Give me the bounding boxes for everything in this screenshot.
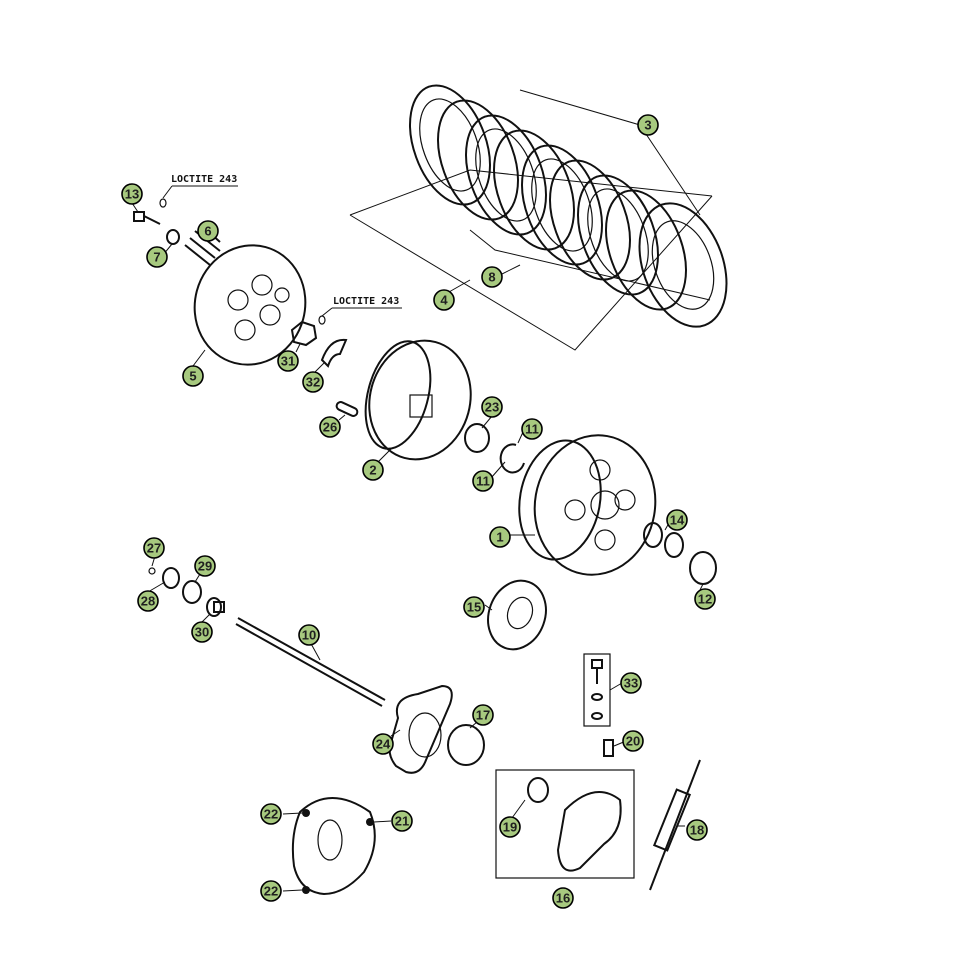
svg-text:3: 3: [644, 118, 651, 133]
svg-text:20: 20: [626, 734, 640, 749]
pushrod-10: [235, 617, 386, 707]
callout-26: 26: [319, 416, 341, 438]
callout-21: 21: [391, 810, 413, 832]
svg-text:23: 23: [485, 400, 499, 415]
svg-text:33: 33: [624, 676, 638, 691]
callout-27: 27: [143, 537, 165, 559]
callout-12: 12: [694, 588, 716, 610]
loctite-dot-mid: [318, 307, 402, 325]
svg-text:5: 5: [189, 369, 196, 384]
callout-1: 1: [489, 526, 511, 548]
lock-washer-32: [320, 338, 348, 368]
thrust-washer-23: [464, 423, 490, 453]
bearing-29: [182, 580, 202, 604]
spring-washer: [166, 229, 180, 245]
svg-text:12: 12: [698, 592, 712, 607]
loctite-note-mid: LOCTITE 243: [333, 296, 399, 307]
loctite-dot-top: [159, 185, 238, 208]
svg-text:24: 24: [376, 737, 391, 752]
washer-12: [689, 551, 717, 585]
callout-leaders: [131, 202, 704, 892]
svg-text:11: 11: [525, 422, 539, 437]
svg-text:4: 4: [440, 293, 448, 308]
svg-text:1: 1: [496, 530, 503, 545]
svg-text:29: 29: [198, 559, 212, 574]
svg-text:26: 26: [323, 420, 337, 435]
slave-cylinder-housing: [291, 797, 376, 896]
svg-text:31: 31: [281, 354, 295, 369]
callout-22b: 22: [260, 880, 282, 902]
svg-text:7: 7: [153, 250, 160, 265]
kit-box-16: [495, 769, 635, 879]
clutch-plate-stack: [349, 84, 728, 351]
callout-7: 7: [146, 246, 168, 268]
callout-10: 10: [298, 624, 320, 646]
clutch-spring: [184, 223, 221, 266]
callout-11a: 11: [521, 418, 543, 440]
svg-text:13: 13: [125, 187, 139, 202]
gear-15: [487, 579, 547, 651]
o-ring-17: [447, 724, 485, 766]
gasket-24: [388, 684, 453, 774]
nut-31: [290, 320, 318, 347]
callout-8: 8: [481, 266, 503, 288]
circlip-11: [499, 443, 525, 474]
svg-text:27: 27: [147, 541, 161, 556]
callout-15: 15: [463, 596, 485, 618]
callout-23: 23: [481, 396, 503, 418]
svg-text:32: 32: [306, 375, 320, 390]
primary-gear: [518, 434, 657, 576]
svg-text:16: 16: [556, 891, 570, 906]
callout-22a: 22: [260, 803, 282, 825]
svg-text:22: 22: [264, 884, 278, 899]
callout-14: 14: [666, 509, 688, 531]
callout-6: 6: [197, 220, 219, 242]
needle-bearing-14: [643, 522, 684, 558]
callout-13: 13: [121, 183, 143, 205]
strut-18: [649, 759, 701, 891]
svg-text:30: 30: [195, 625, 209, 640]
pressure-plate: [193, 244, 307, 366]
callout-18: 18: [686, 819, 708, 841]
parts-box-33: [583, 653, 611, 727]
pin-26: [335, 401, 359, 417]
svg-text:14: 14: [670, 513, 685, 528]
inner-hub: [364, 339, 472, 461]
bolt-13: [133, 211, 161, 225]
svg-text:6: 6: [204, 224, 211, 239]
callout-2: 2: [362, 459, 384, 481]
washer-28: [162, 567, 180, 589]
callout-24: 24: [372, 733, 394, 755]
callout-29: 29: [194, 555, 216, 577]
svg-text:2: 2: [369, 463, 376, 478]
callout-19: 19: [499, 816, 521, 838]
thrust-piece-30: [206, 597, 225, 617]
callout-20: 20: [622, 730, 644, 752]
callout-31: 31: [277, 350, 299, 372]
callout-30: 30: [191, 621, 213, 643]
svg-text:22: 22: [264, 807, 278, 822]
svg-text:28: 28: [141, 594, 155, 609]
svg-text:21: 21: [395, 814, 409, 829]
svg-text:18: 18: [690, 823, 704, 838]
svg-text:10: 10: [302, 628, 316, 643]
callout-17: 17: [472, 704, 494, 726]
callout-3: 3: [637, 114, 659, 136]
callout-28: 28: [137, 590, 159, 612]
callout-16: 16: [552, 887, 574, 909]
svg-text:17: 17: [476, 708, 490, 723]
ball-27: [148, 567, 156, 575]
svg-text:8: 8: [488, 270, 495, 285]
svg-text:11: 11: [476, 474, 490, 489]
svg-text:19: 19: [503, 820, 517, 835]
callout-11b: 11: [472, 470, 494, 492]
callout-33: 33: [620, 672, 642, 694]
callout-4: 4: [433, 289, 455, 311]
loctite-note-top: LOCTITE 243: [171, 174, 237, 185]
bleed-nipple-20: [603, 739, 614, 757]
svg-text:15: 15: [467, 600, 481, 615]
callout-32: 32: [302, 371, 324, 393]
callout-5: 5: [182, 365, 204, 387]
